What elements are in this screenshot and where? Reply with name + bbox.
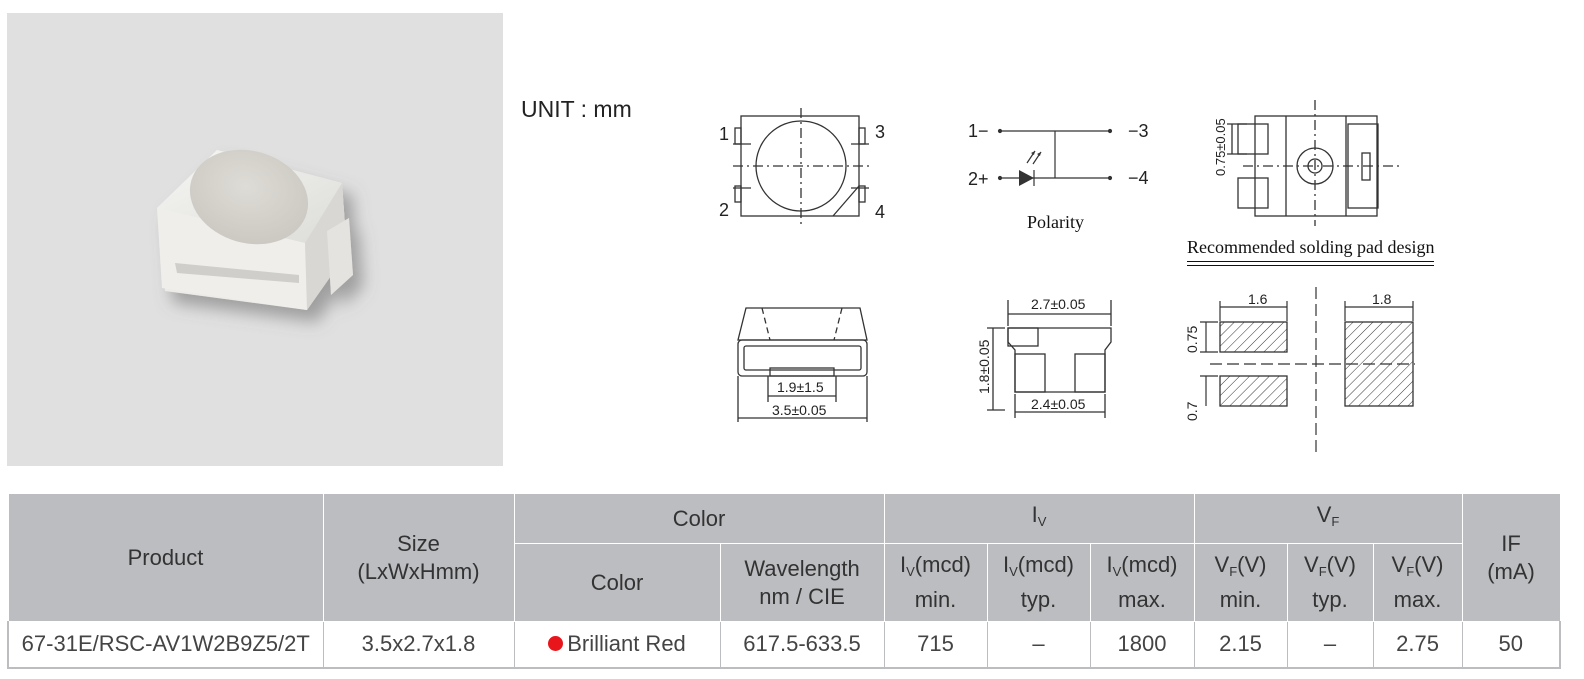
header-vf-typ: VF(V)typ.: [1286, 543, 1374, 622]
header-iv-typ: IV(mcd)typ.: [986, 543, 1091, 622]
header-vf-max: VF(V)max.: [1372, 543, 1463, 622]
bottom-width-dim: 2.4±0.05: [1031, 396, 1086, 412]
front-view-drawing: 2.7±0.05 1.8±0.05 2.4±0.05: [976, 296, 1112, 418]
led-package-illustration: [157, 149, 353, 310]
cell-vf-max: 2.75: [1372, 621, 1463, 669]
color-dot-icon: [548, 636, 564, 652]
cell-iv-typ: –: [986, 621, 1091, 669]
table-row: 67-31E/RSC-AV1W2B9Z5/2T 3.5x2.7x1.8 Bril…: [7, 621, 1562, 669]
pad-height-dim: 0.75±0.05: [1213, 118, 1228, 176]
spec-table: Product Size (LxWxHmm) Color IV VF IF (m…: [7, 493, 1562, 669]
header-if-unit: (mA): [1487, 558, 1535, 584]
lens-dome: [189, 149, 309, 245]
pin-2-label: 2: [719, 200, 729, 220]
pad-left-dim: 1.6: [1248, 291, 1268, 307]
cell-size: 3.5x2.7x1.8: [322, 621, 514, 669]
height-dim: 1.8±0.05: [976, 339, 992, 394]
pin-1-label: 1: [719, 124, 729, 144]
width-dim: 2.7±0.05: [1031, 296, 1086, 312]
header-iv-max: IV(mcd)max.: [1089, 543, 1195, 622]
pin-4-label: 4: [875, 202, 885, 222]
header-if: IF (mA): [1461, 493, 1561, 622]
product-photo: [7, 13, 503, 466]
header-iv-min: IV(mcd)min.: [883, 543, 988, 622]
pad-gap-top-dim: 0.75: [1184, 326, 1200, 353]
header-if-label: IF: [1501, 530, 1521, 556]
polarity-pin-4: −4: [1128, 168, 1149, 188]
header-size-label: Size: [397, 530, 440, 556]
inner-width-dim: 1.9±1.5: [777, 379, 824, 395]
pad-right-dim: 1.8: [1372, 291, 1392, 307]
pad-gap-bottom-dim: 0.7: [1184, 401, 1200, 421]
pin-3-label: 3: [875, 122, 885, 142]
pad-design-caption: Recommended solding pad design: [1187, 237, 1435, 266]
diode-icon: [1019, 170, 1034, 186]
top-view-drawing: 1 2 3 4: [719, 108, 885, 224]
light-emission-icon: [1031, 151, 1041, 156]
header-color: Color: [513, 543, 721, 622]
cell-wavelength: 617.5-633.5: [719, 621, 885, 669]
pad-layout-drawing: 1.6 1.8 0.75 0.7: [1184, 287, 1415, 452]
polarity-pin-1: 1−: [968, 121, 989, 141]
polarity-pin-2: 2+: [968, 169, 989, 189]
cell-vf-typ: –: [1286, 621, 1374, 669]
header-color-group: Color: [513, 493, 885, 544]
header-product: Product: [7, 493, 324, 622]
header-size-unit: (LxWxHmm): [357, 558, 480, 584]
unit-label: UNIT : mm: [521, 96, 632, 122]
header-vf-group: VF: [1193, 493, 1463, 544]
cell-product: 67-31E/RSC-AV1W2B9Z5/2T: [7, 621, 323, 669]
color-name: Brilliant Red: [567, 631, 686, 657]
header-vf-min: VF(V)min.: [1193, 543, 1288, 622]
polarity-schematic: 1− 2+ −3 −4: [968, 121, 1149, 189]
cell-iv-max: 1800: [1089, 621, 1195, 669]
cell-if: 50: [1461, 621, 1562, 669]
pad-top-view: 0.75±0.05: [1213, 100, 1399, 226]
header-iv-group: IV: [883, 493, 1195, 544]
side-view-drawing: 1.9±1.5 3.5±0.05: [737, 307, 868, 422]
cell-vf-min: 2.15: [1193, 621, 1288, 669]
cell-color: Brilliant Red: [513, 621, 720, 669]
cell-iv-min: 715: [883, 621, 988, 669]
total-length-dim: 3.5±0.05: [772, 402, 827, 418]
polarity-pin-3: −3: [1128, 121, 1149, 141]
polarity-caption: Polarity: [1027, 212, 1084, 232]
header-size: Size (LxWxHmm): [322, 493, 515, 622]
